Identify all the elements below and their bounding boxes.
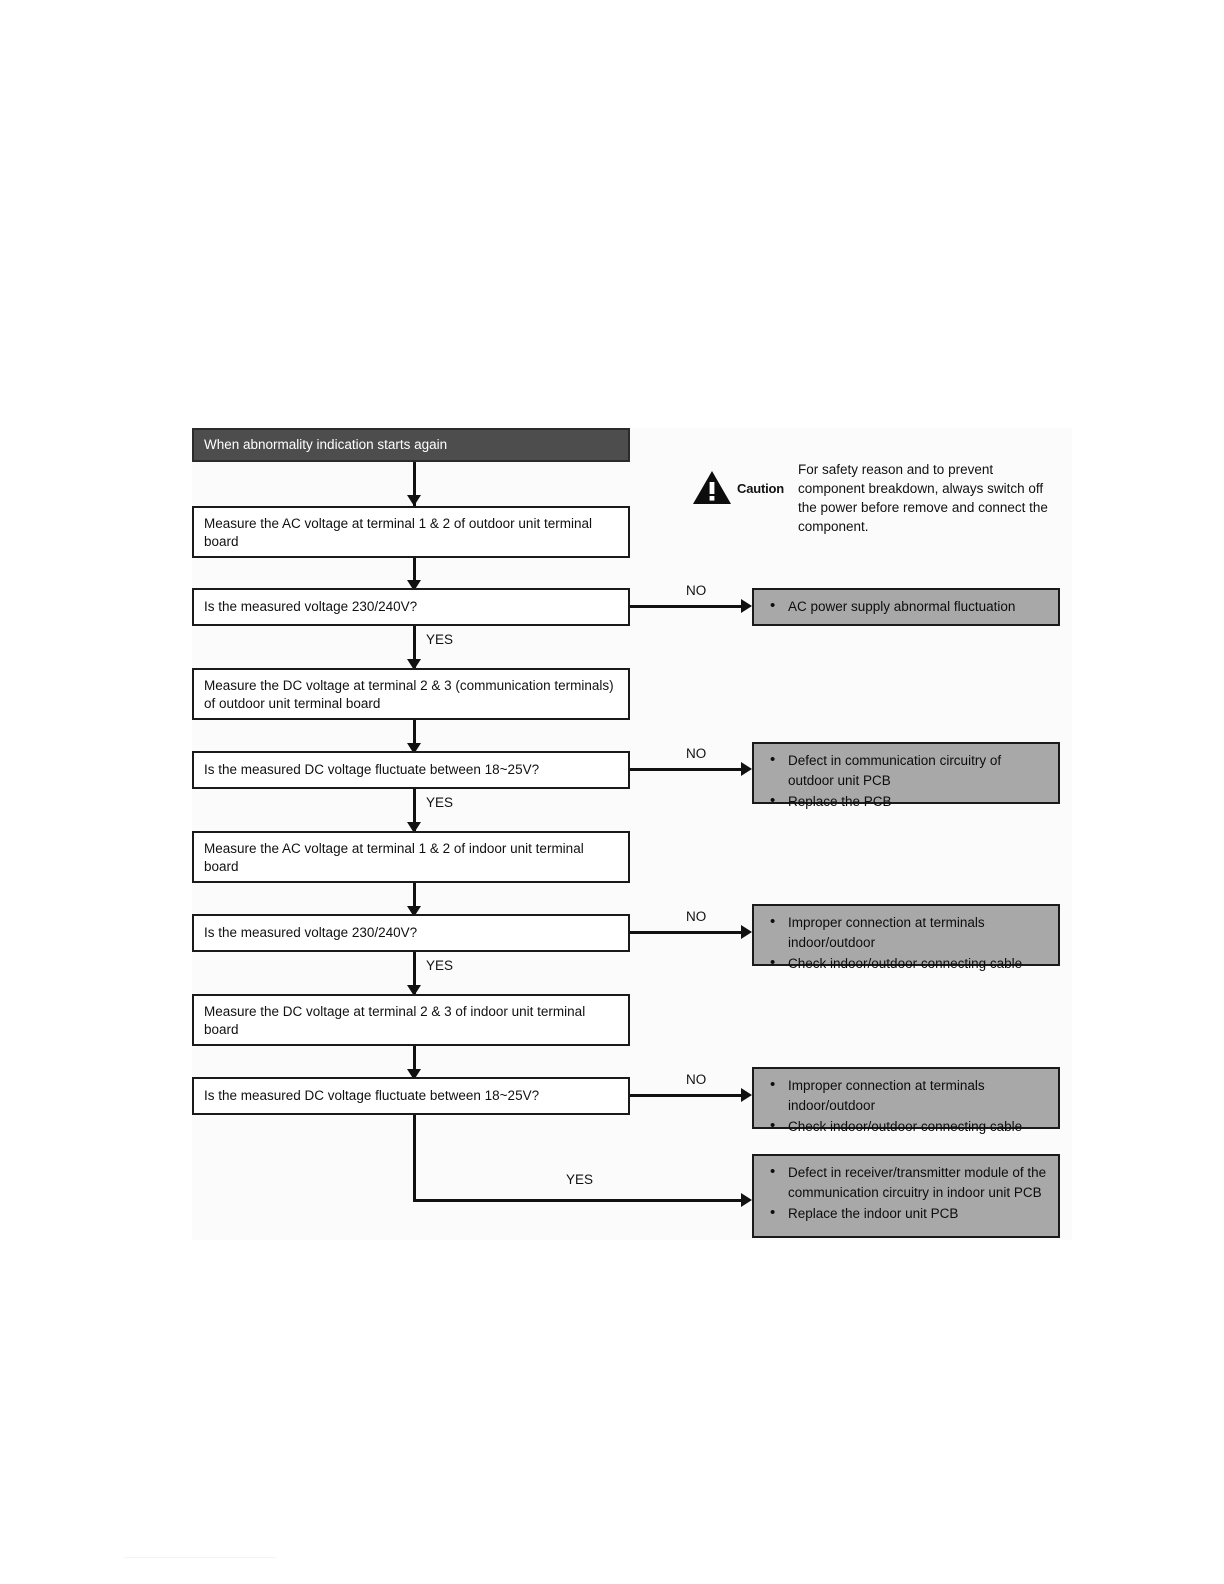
decision-text: Is the measured DC voltage fluctuate bet… — [204, 1088, 540, 1103]
arrow-decision3-no — [741, 925, 752, 939]
connector-step2-to-decision2 — [413, 720, 416, 751]
caution-block: Caution For safety reason and to prevent… — [692, 460, 1064, 536]
step-measure-dc-indoor: Measure the DC voltage at terminal 2 & 3… — [192, 994, 630, 1046]
connector-decision1-yes — [413, 626, 416, 668]
connector-decision3-no — [630, 931, 747, 934]
outcome-ac-power-abnormal: AC power supply abnormal fluctuation — [752, 588, 1060, 626]
branch-label-yes-4: YES — [566, 1172, 594, 1187]
step-text: Measure the DC voltage at terminal 2 & 3… — [204, 678, 614, 711]
branch-label-no-4: NO — [686, 1072, 707, 1087]
outcome-item: Replace the indoor unit PCB — [770, 1203, 1050, 1224]
connector-decision4-yes-vertical — [413, 1115, 416, 1202]
connector-step4-to-decision3 — [413, 883, 416, 914]
outcome-item: Replace the PCB — [770, 791, 1050, 812]
decision-dc-indoor: Is the measured DC voltage fluctuate bet… — [192, 1077, 630, 1115]
connector-step6-to-decision4 — [413, 1046, 416, 1077]
outcome-item: Defect in communication circuitry of out… — [770, 750, 1050, 791]
branch-label-no-3: NO — [686, 909, 707, 924]
connector-decision3-yes — [413, 952, 416, 994]
connector-decision1-no — [630, 605, 747, 608]
caution-text: For safety reason and to prevent compone… — [797, 462, 1048, 534]
arrow-step2-to-decision2 — [407, 743, 421, 754]
caution-word: Caution — [737, 480, 784, 496]
step-measure-ac-indoor: Measure the AC voltage at terminal 1 & 2… — [192, 831, 630, 883]
step-measure-dc-outdoor: Measure the DC voltage at terminal 2 & 3… — [192, 668, 630, 720]
outcome-item: Defect in receiver/transmitter module of… — [770, 1162, 1050, 1203]
decision-ac-outdoor: Is the measured voltage 230/240V? — [192, 588, 630, 626]
outcome-item: Improper connection at terminals indoor/… — [770, 912, 1050, 953]
step-text: Measure the DC voltage at terminal 2 & 3… — [204, 1004, 586, 1037]
outcome-indoor-pcb: Defect in receiver/transmitter module of… — [752, 1154, 1060, 1238]
arrow-decision2-yes — [407, 822, 421, 833]
decision-text: Is the measured voltage 230/240V? — [204, 599, 418, 614]
arrow-decision4-no — [741, 1088, 752, 1102]
outcome-item: Improper connection at terminals indoor/… — [770, 1075, 1050, 1116]
decision-dc-outdoor: Is the measured DC voltage fluctuate bet… — [192, 751, 630, 789]
troubleshooting-flowchart: When abnormality indication starts again… — [192, 428, 1072, 1240]
outcome-item: Check indoor/outdoor connecting cable — [770, 953, 1050, 974]
footer-rule — [124, 1557, 276, 1558]
arrow-step1-to-decision1 — [407, 580, 421, 591]
warning-triangle-icon — [693, 471, 731, 504]
branch-label-no-1: NO — [686, 583, 707, 598]
arrow-decision1-yes — [407, 659, 421, 670]
outcome-outdoor-pcb: Defect in communication circuitry of out… — [752, 742, 1060, 811]
connector-title-to-step1 — [413, 462, 416, 506]
outcome-improper-connection-ac: Improper connection at terminals indoor/… — [752, 904, 1060, 973]
branch-label-no-2: NO — [686, 746, 707, 761]
connector-decision4-yes-horizontal — [413, 1199, 747, 1202]
arrow-decision3-yes — [407, 985, 421, 996]
decision-ac-indoor: Is the measured voltage 230/240V? — [192, 914, 630, 952]
arrow-title-to-step1 — [407, 495, 421, 506]
connector-decision2-no — [630, 768, 747, 771]
connector-decision4-no — [630, 1094, 747, 1097]
arrow-decision4-yes — [741, 1193, 752, 1207]
arrow-step6-to-decision4 — [407, 1069, 421, 1080]
decision-text: Is the measured DC voltage fluctuate bet… — [204, 762, 540, 777]
arrow-decision1-no — [741, 599, 752, 613]
connector-decision2-yes — [413, 789, 416, 831]
branch-label-yes-3: YES — [426, 958, 454, 973]
arrow-decision2-no — [741, 762, 752, 776]
branch-label-yes-1: YES — [426, 632, 454, 647]
branch-label-yes-2: YES — [426, 795, 454, 810]
flowchart-title-box: When abnormality indication starts again — [192, 428, 630, 462]
step-measure-ac-outdoor: Measure the AC voltage at terminal 1 & 2… — [192, 506, 630, 558]
outcome-item: AC power supply abnormal fluctuation — [770, 596, 1015, 617]
caution-mark: Caution — [692, 470, 784, 506]
outcome-improper-connection-dc: Improper connection at terminals indoor/… — [752, 1067, 1060, 1136]
outcome-item: Check indoor/outdoor connecting cable — [770, 1116, 1050, 1137]
arrow-step4-to-decision3 — [407, 906, 421, 917]
decision-text: Is the measured voltage 230/240V? — [204, 925, 418, 940]
step-text: Measure the AC voltage at terminal 1 & 2… — [204, 841, 584, 874]
connector-step1-to-decision1 — [413, 558, 416, 588]
flowchart-title: When abnormality indication starts again — [204, 437, 448, 452]
step-text: Measure the AC voltage at terminal 1 & 2… — [204, 516, 592, 549]
